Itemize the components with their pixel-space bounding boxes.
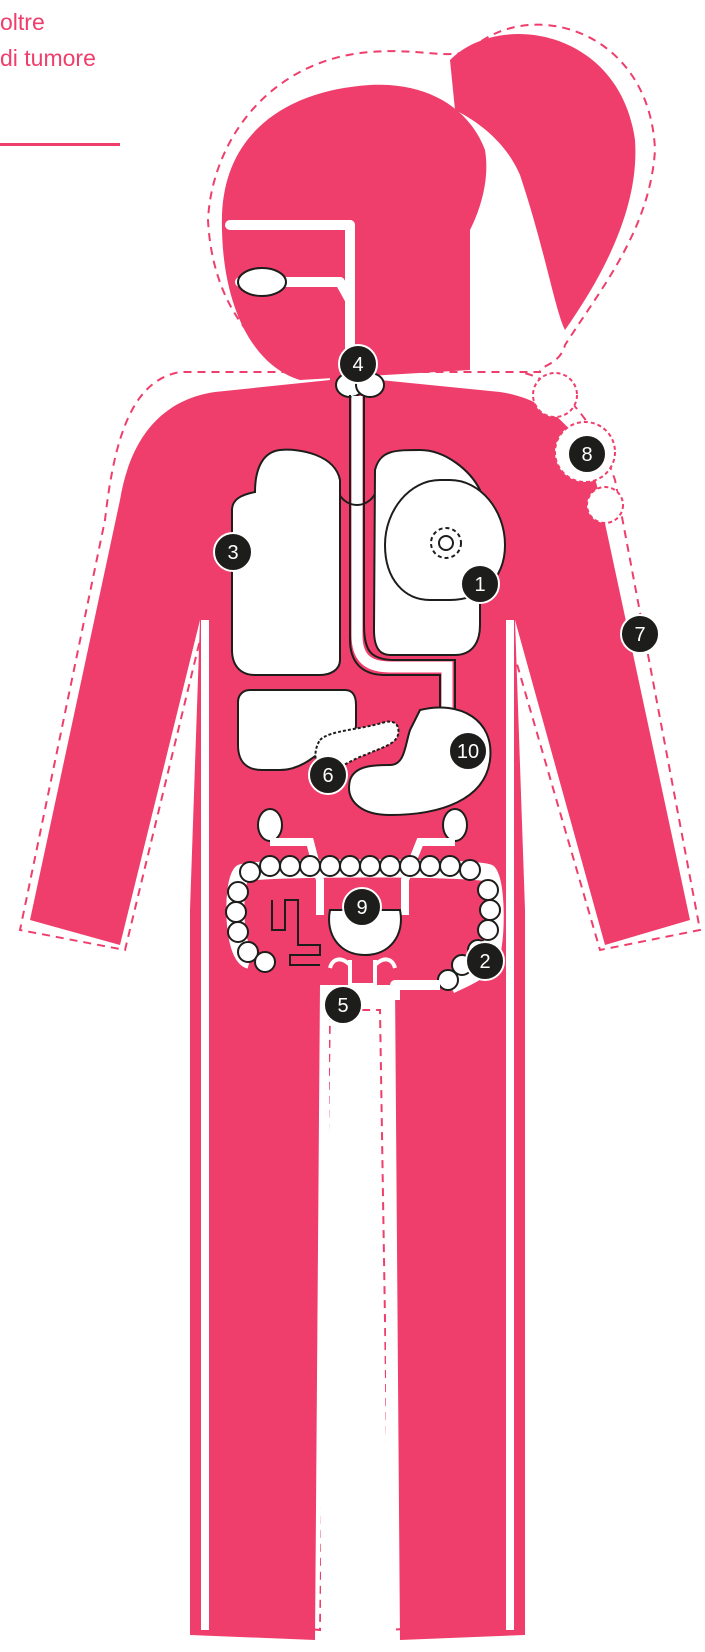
stomach	[348, 706, 492, 817]
body-dividers	[201, 620, 514, 1640]
marker-label: 4	[352, 354, 363, 376]
caption: oltre di tumore	[0, 4, 96, 76]
caption-line-2: di tumore	[0, 45, 96, 71]
caption-line-1: oltre	[0, 9, 45, 35]
marker-colon: 2	[465, 941, 505, 981]
uterus	[328, 957, 397, 987]
marker-stomach: 10	[448, 731, 488, 771]
lung-left	[231, 448, 341, 676]
marker-circle	[567, 434, 607, 474]
marker-circle	[342, 887, 382, 927]
marker-label: 7	[634, 624, 645, 646]
marker-breast: 1	[460, 564, 500, 604]
mouth	[237, 267, 287, 297]
marker-circle	[460, 564, 500, 604]
marker-label: 1	[474, 574, 485, 596]
marker-circle	[308, 755, 348, 795]
marker-skin: 7	[620, 614, 660, 654]
marker-uterus: 5	[323, 985, 363, 1025]
marker-circle	[213, 532, 253, 572]
small-intestine	[271, 899, 321, 966]
markers: 1 2 3 4 5 6 7 8 9 10	[213, 344, 660, 1025]
marker-pancreas: 6	[308, 755, 348, 795]
marker-label: 6	[322, 765, 333, 787]
marker-circle	[323, 985, 363, 1025]
lower-tube	[390, 980, 440, 1000]
marker-label: 3	[227, 542, 238, 564]
colon-segments	[225, 855, 501, 991]
marker-lung: 3	[213, 532, 253, 572]
marker-circle	[338, 344, 378, 384]
marker-label: 9	[356, 897, 367, 919]
trachea	[349, 395, 456, 710]
bladder	[328, 909, 402, 957]
marker-thyroid: 4	[338, 344, 378, 384]
trachea-fill	[351, 396, 453, 708]
marker-label: 2	[479, 951, 490, 973]
body-silhouette	[30, 34, 690, 1640]
liver	[237, 689, 357, 771]
marker-circle	[448, 731, 488, 771]
marker-label: 10	[457, 741, 479, 763]
marker-label: 5	[337, 995, 348, 1017]
airway	[225, 220, 355, 365]
marker-bladder: 9	[342, 887, 382, 927]
marker-label: 8	[581, 444, 592, 466]
caption-divider	[0, 143, 120, 146]
marker-circle	[620, 614, 660, 654]
marker-lymph-nodes: 8	[567, 434, 607, 474]
marker-circle	[465, 941, 505, 981]
